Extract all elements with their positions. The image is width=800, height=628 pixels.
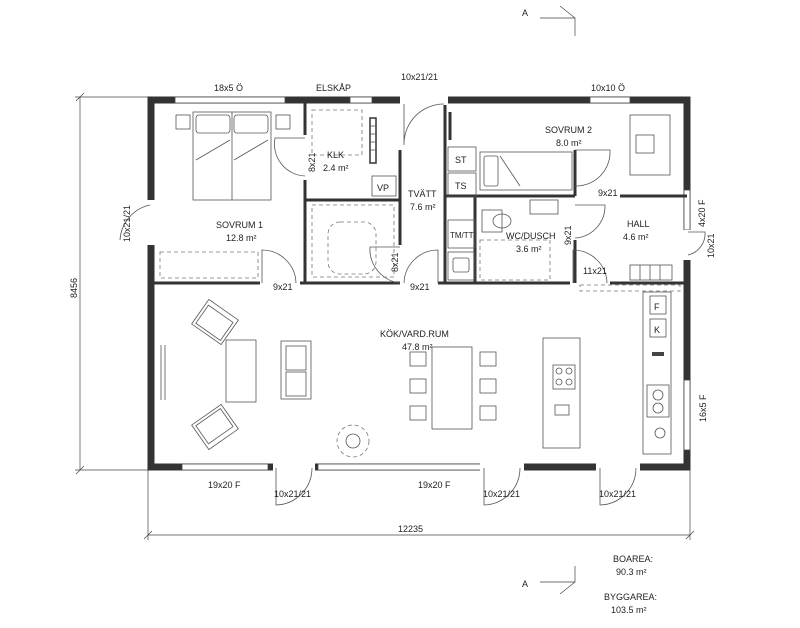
room-kok-name: KÖK/VARD.RUM [380,329,449,339]
height-dimension-label: 8456 [69,278,79,298]
stove [336,424,370,458]
room-sovrum2-area: 8.0 m² [556,138,582,148]
label-d-bot2: 10x21/21 [483,489,520,499]
sofa [280,340,312,400]
boarea-value: 90.3 m² [616,567,647,577]
wardrobe-sovrum1 [159,251,259,279]
label-d-top: 10x21/21 [401,72,438,82]
section-marker-top: A [522,5,576,36]
boarea-label: BOAREA: [613,554,653,564]
armchair-top [191,298,239,346]
wc-fixtures [479,199,559,281]
dimension-height: 8456 [69,92,148,475]
kitchen-island [542,337,581,449]
room-sovrum2: SOVRUM 2 8.0 m² [545,125,592,148]
room-klk-area: 2.4 m² [323,163,349,173]
label-d-sov1: 9x21 [273,282,293,292]
room-klk-name: KLK [327,150,344,160]
section-marker-bottom: A [522,566,576,595]
room-hall-area: 4.6 m² [623,232,649,242]
room-tvatt-name: TVÄTT [408,189,437,199]
section-marker-bottom-label: A [522,579,528,589]
label-w-hall: 4x20 F [697,199,707,227]
byggarea-value: 103.5 m² [611,605,647,615]
room-sovrum2-name: SOVRUM 2 [545,125,592,135]
vp-unit: VP [371,175,397,197]
dining-table [409,346,497,430]
room-hall-name: HALL [627,219,650,229]
room-wc-name: WC/DUSCH [506,231,556,241]
laundry-fixtures: ST TS TM/TT [311,146,477,281]
dimension-width: 12235 [143,470,695,540]
label-w-top2: 10x10 Ö [591,83,625,93]
room-kok-vardrum: KÖK/VARD.RUM 47.8 m² [380,329,449,352]
label-d-wc: 9x21 [563,225,573,245]
room-tvatt-area: 7.6 m² [410,202,436,212]
single-bed [479,151,573,191]
label-d-sov2: 9x21 [598,188,618,198]
armchair-bottom [191,403,239,451]
byggarea-label: BYGGAREA: [604,592,657,602]
room-sovrum1-name: SOVRUM 1 [216,220,263,230]
label-d-bot1: 10x21/21 [274,489,311,499]
label-elskap: ELSKÅP [316,83,351,93]
room-klk: KLK 2.4 m² [323,150,349,173]
label-d-entry: 10x21 [706,233,716,258]
room-sovrum1-area: 12.8 m² [226,233,257,243]
exterior-openings [146,95,692,472]
width-dimension-label: 12235 [398,524,423,534]
label-w-bot1: 19x20 F [208,480,241,490]
room-hall: HALL 4.6 m² [623,219,650,242]
vp-label: VP [377,183,389,193]
room-sovrum1: SOVRUM 1 12.8 m² [216,220,263,243]
label-d-left: 10x21/21 [122,205,132,242]
label-d-klk: 8x21 [307,152,317,172]
section-marker-top-label: A [522,8,528,18]
label-d-tvatt-side: 8x21 [390,252,400,272]
desk-sovrum2 [629,114,671,176]
label-w-top1: 18x5 Ö [214,83,243,93]
room-kok-area: 47.8 m² [402,342,433,352]
hall-bench [579,264,681,292]
room-wc: WC/DUSCH 3.6 m² [506,231,556,254]
freezer-label: K [654,325,660,335]
label-d-kitchen: 9x21 [410,282,430,292]
label-w-bot2: 19x20 F [418,480,451,490]
kitchen-counter: F K [642,291,672,455]
exterior-door-swings [119,103,706,506]
room-wc-area: 3.6 m² [516,244,542,254]
fridge-label: F [654,302,660,312]
coffee-table [225,339,257,403]
ts-label: TS [455,181,467,191]
label-d-bot3: 10x21/21 [599,489,636,499]
tmtt-label: TM/TT [450,231,474,240]
area-summary: BOAREA: 90.3 m² BYGGAREA: 103.5 m² [604,554,657,615]
label-w-right: 16x5 F [698,394,708,422]
label-d-hall: 11x21 [583,266,607,276]
st-label: ST [455,155,467,165]
opening-labels: 18x5 Ö ELSKÅP 10x21/21 10x10 Ö 10x21/21 … [122,72,716,499]
interior-door-swings [261,137,611,284]
room-tvatt: TVÄTT 7.6 m² [408,189,437,212]
closet-shelves [311,109,377,164]
double-bed [175,111,291,201]
